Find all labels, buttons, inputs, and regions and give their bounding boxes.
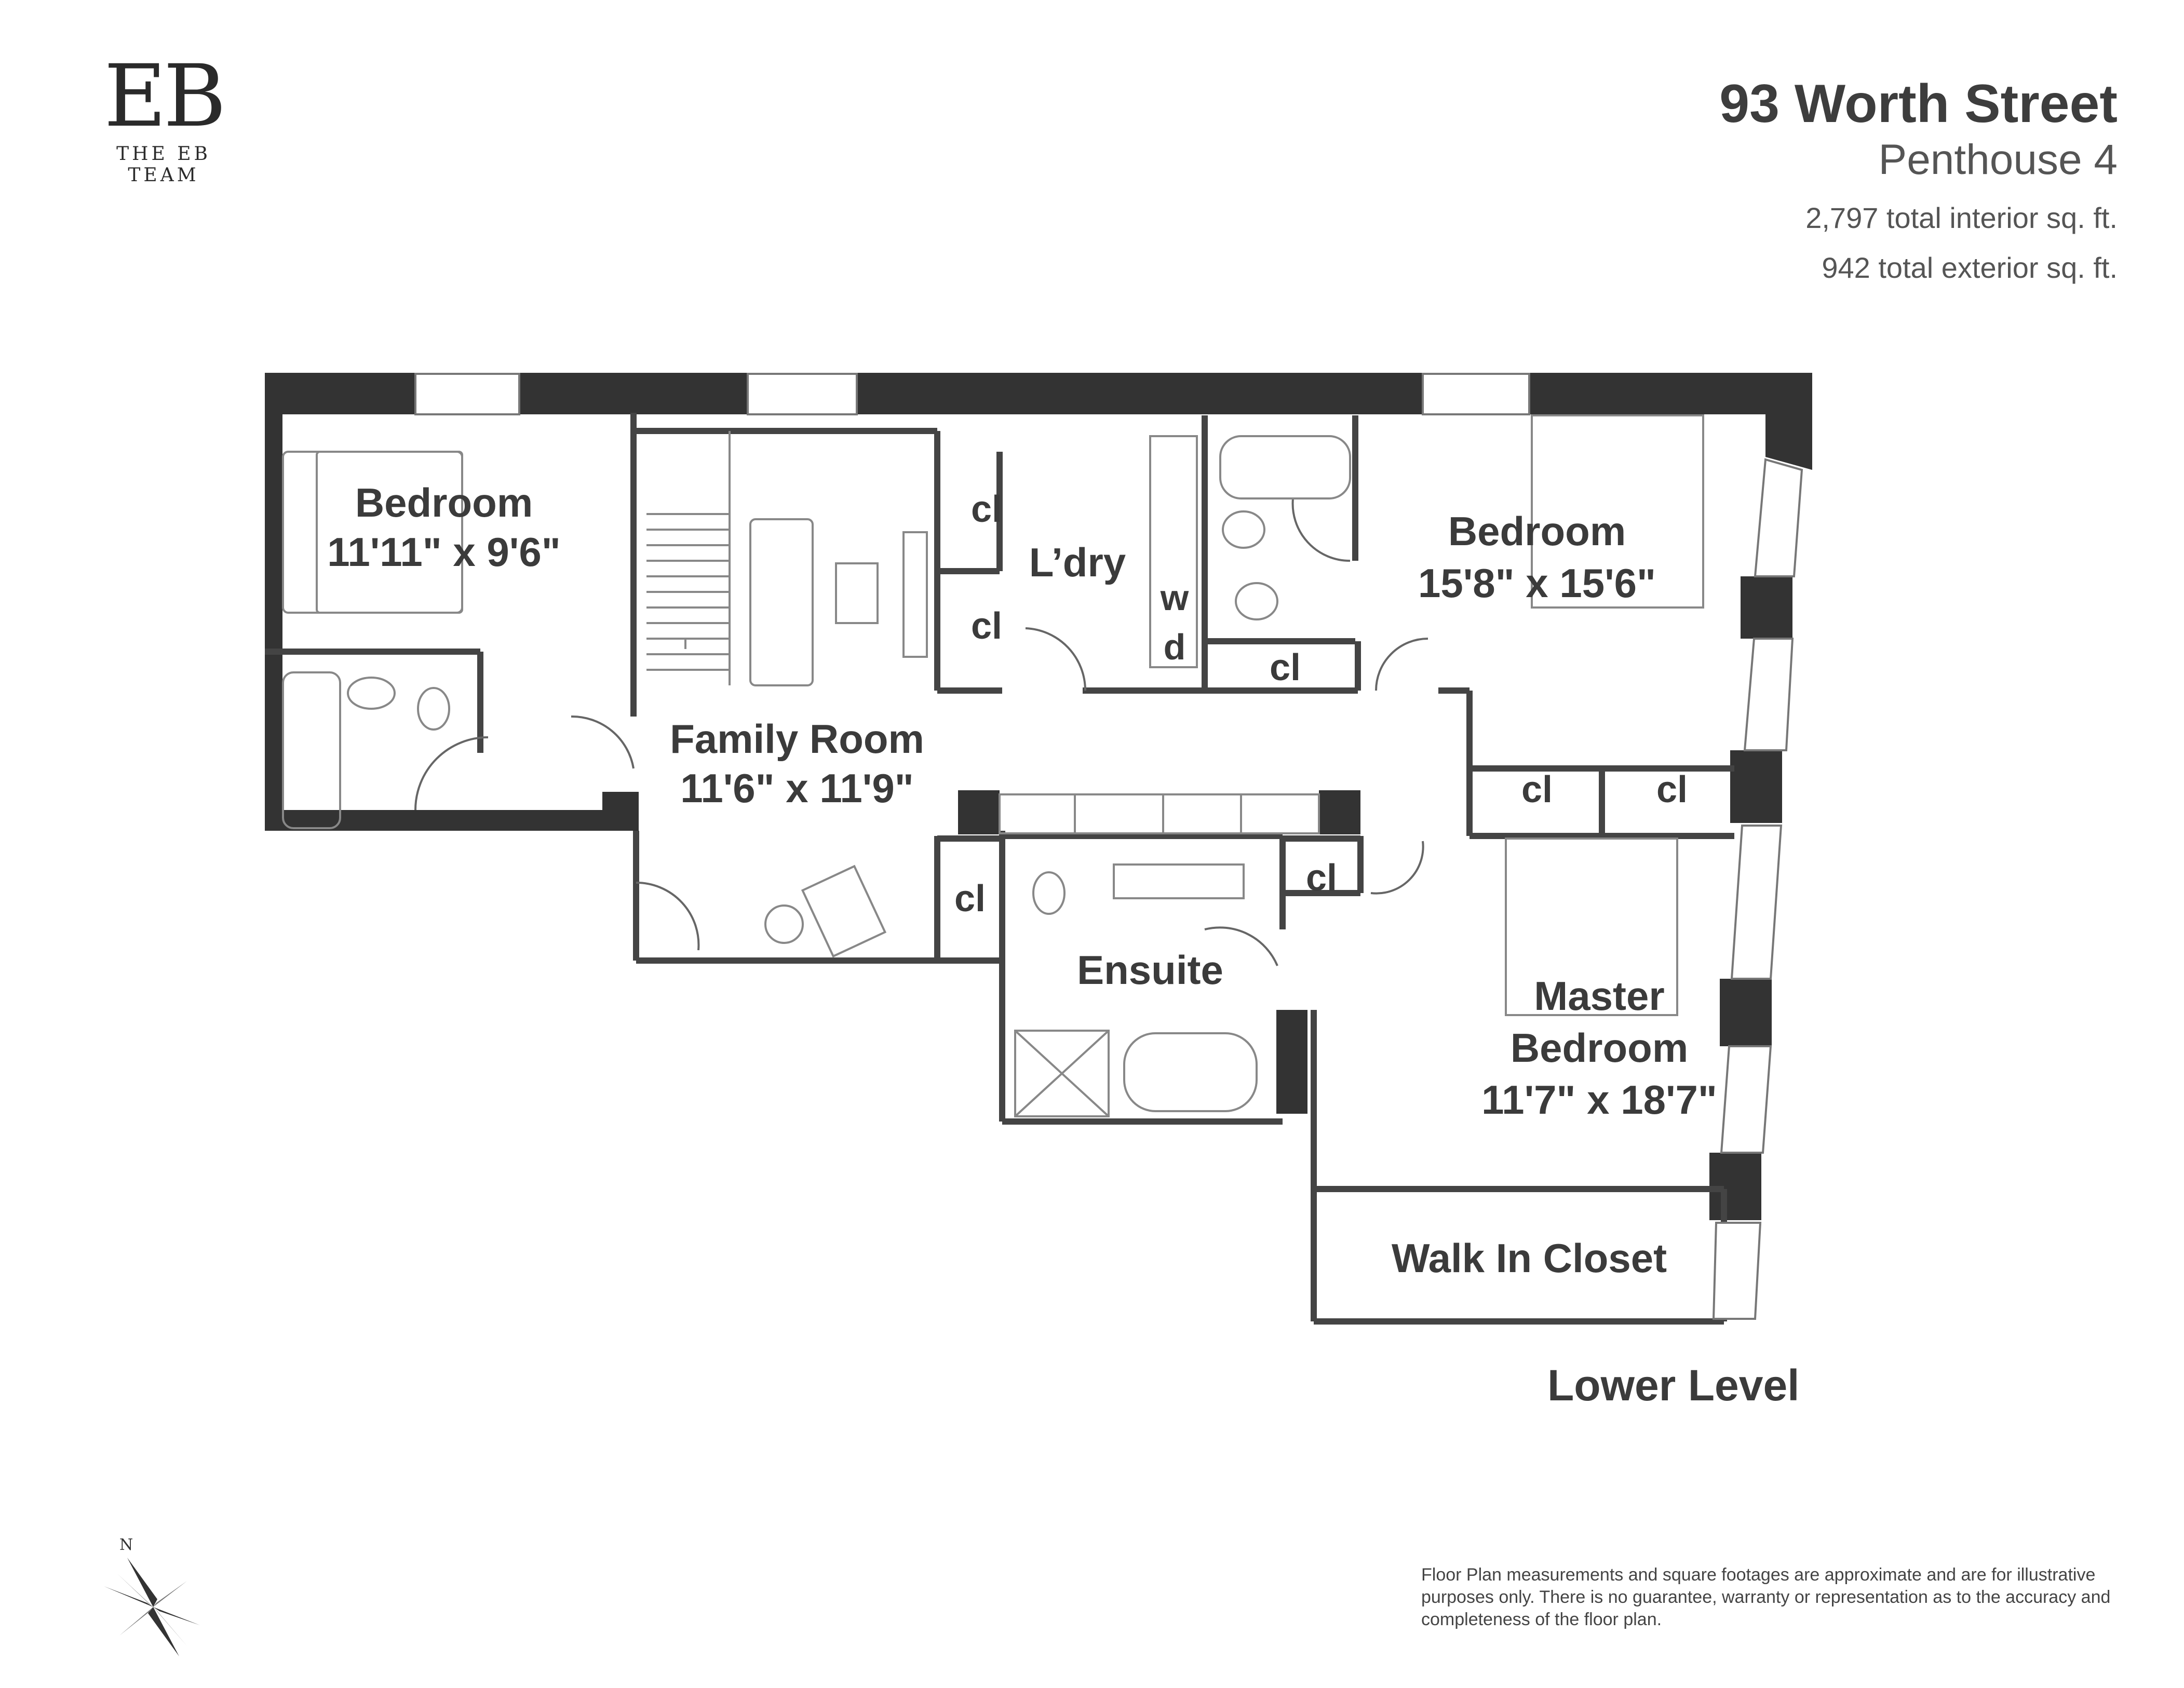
closet-label: cl [1656, 769, 1688, 811]
doors [414, 498, 1428, 966]
interior-sqft: 2,797 total interior sq. ft. [1805, 201, 2118, 234]
closet-label: cl [971, 489, 1002, 530]
ensuite-name: Ensuite [1077, 947, 1223, 993]
level-label: Lower Level [1547, 1361, 1800, 1410]
exterior-walls [265, 373, 1812, 1220]
bedroom-west-dims: 11'11" x 9'6" [327, 529, 560, 575]
listing-unit: Penthouse 4 [1878, 136, 2118, 183]
compass-north-label: N [119, 1536, 133, 1554]
dryer-label: d [1164, 627, 1186, 667]
logo-team-name: THE EB TEAM [116, 143, 211, 186]
laundry-name: L’dry [1029, 539, 1126, 585]
windows [414, 373, 1803, 1320]
closet-label: cl [1521, 769, 1553, 811]
family-room-name: Family Room [670, 716, 924, 762]
closet-label: cl [971, 605, 1002, 647]
listing-address: 93 Worth Street [1719, 74, 2118, 134]
disclaimer-text: Floor Plan measurements and square foota… [1421, 1565, 2111, 1629]
interior-walls [265, 413, 1734, 1325]
master-name-1: Master [1534, 973, 1664, 1019]
washer-label: w [1160, 577, 1189, 618]
furniture [282, 414, 1704, 1117]
compass-icon: N [104, 1536, 200, 1656]
bedroom-east-dims: 15'8" x 15'6" [1418, 560, 1656, 606]
master-name-2: Bedroom [1511, 1025, 1688, 1071]
brand-logo: EB THE EB TEAM [78, 52, 249, 186]
family-room-dims: 11'6" x 11'9" [680, 765, 913, 811]
listing-header: 93 Worth Street Penthouse 4 2,797 total … [1719, 73, 2118, 285]
bedroom-west-name: Bedroom [355, 480, 533, 525]
bedroom-east-name: Bedroom [1448, 508, 1626, 554]
closet-label: cl [954, 878, 986, 920]
logo-mark: EB [104, 46, 226, 146]
compass-rose: N [96, 1534, 210, 1672]
room-labels: Bedroom 11'11" x 9'6" Family Room 11'6" … [327, 480, 1717, 1281]
closet-label: cl [1270, 647, 1301, 688]
closet-label: cl [1306, 857, 1337, 899]
exterior-sqft: 942 total exterior sq. ft. [1822, 251, 2118, 284]
master-dims: 11'7" x 18'7" [1481, 1077, 1717, 1123]
walk-in-closet-name: Walk In Closet [1392, 1235, 1667, 1281]
